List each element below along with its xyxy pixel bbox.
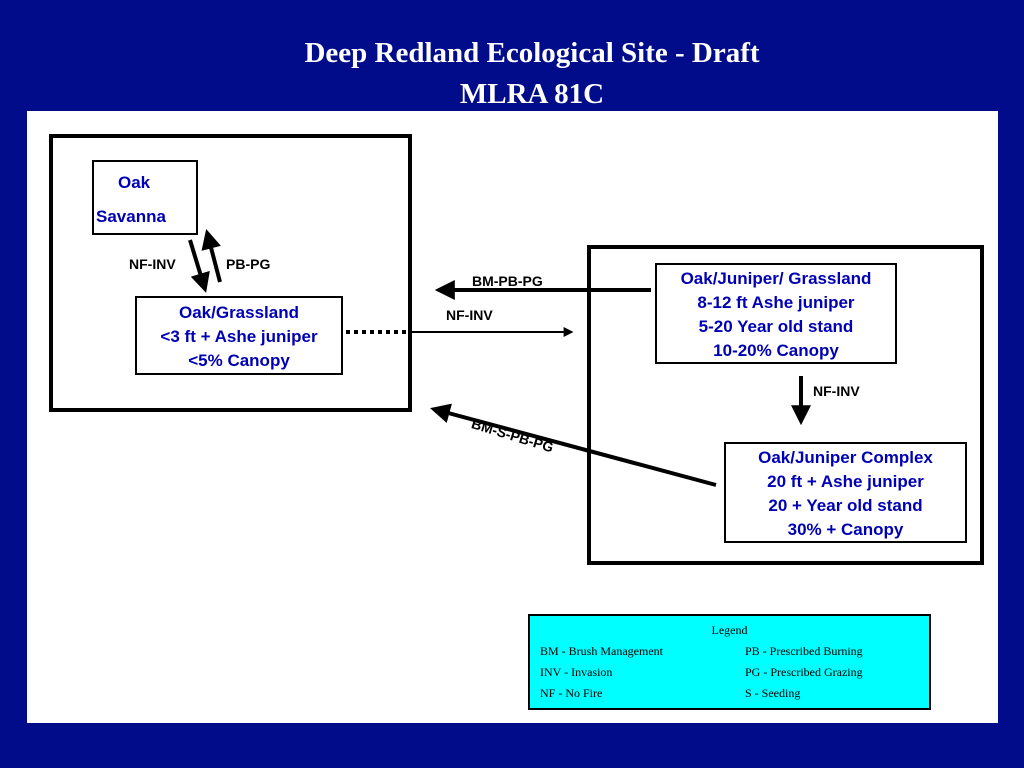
- arrow-bm-s-pb-pg: [430, 403, 717, 487]
- legend-item: S - Seeding: [745, 686, 801, 700]
- community-line: 5-20 Year old stand: [698, 317, 854, 336]
- community-line: Oak: [118, 173, 151, 192]
- community-line: 20 ft + Ashe juniper: [767, 472, 924, 491]
- arrow-savanna-to-grassland: [188, 239, 210, 293]
- community-line: <5% Canopy: [188, 351, 290, 370]
- transition-label: NF-INV: [813, 383, 860, 399]
- legend-item: PG - Prescribed Grazing: [745, 665, 863, 679]
- community-line: 8-12 ft Ashe juniper: [697, 293, 855, 312]
- community-line: Oak/Juniper Complex: [758, 448, 933, 467]
- transition-label: PB-PG: [226, 256, 271, 272]
- legend-item: NF - No Fire: [540, 686, 603, 700]
- transition-label: NF-INV: [446, 307, 493, 323]
- legend-item: PB - Prescribed Burning: [745, 644, 863, 658]
- community-oak-juniper-grassland: Oak/Juniper/ Grassland 8-12 ft Ashe juni…: [655, 263, 897, 364]
- community-line: Savanna: [96, 207, 166, 226]
- community-line: 10-20% Canopy: [713, 341, 839, 360]
- arrow-grassland-to-savanna: [201, 229, 222, 283]
- community-line: Oak/Juniper/ Grassland: [680, 269, 872, 288]
- slide-title: Deep Redland Ecological Site - Draft: [304, 37, 760, 69]
- community-line: <3 ft + Ashe juniper: [160, 327, 318, 346]
- community-line: 20 + Year old stand: [768, 496, 923, 515]
- transition-label: BM-PB-PG: [472, 273, 543, 289]
- state-frame-reference: [49, 134, 412, 412]
- transition-label: NF-INV: [129, 256, 176, 272]
- community-line: 30% + Canopy: [787, 520, 904, 539]
- state-frame-juniper: [587, 245, 984, 565]
- community-oak-grassland: Oak/Grassland <3 ft + Ashe juniper <5% C…: [135, 296, 343, 375]
- community-oak-savanna: Oak Savanna: [92, 160, 198, 235]
- legend-box: Legend BM - Brush Management PB - Prescr…: [528, 614, 931, 710]
- community-oak-juniper-complex: Oak/Juniper Complex 20 ft + Ashe juniper…: [724, 442, 967, 543]
- legend-item: INV - Invasion: [540, 665, 613, 679]
- legend-item: BM - Brush Management: [540, 644, 663, 658]
- legend-title: Legend: [711, 623, 748, 637]
- slide-subtitle: MLRA 81C: [459, 78, 605, 110]
- community-line: Oak/Grassland: [178, 303, 299, 322]
